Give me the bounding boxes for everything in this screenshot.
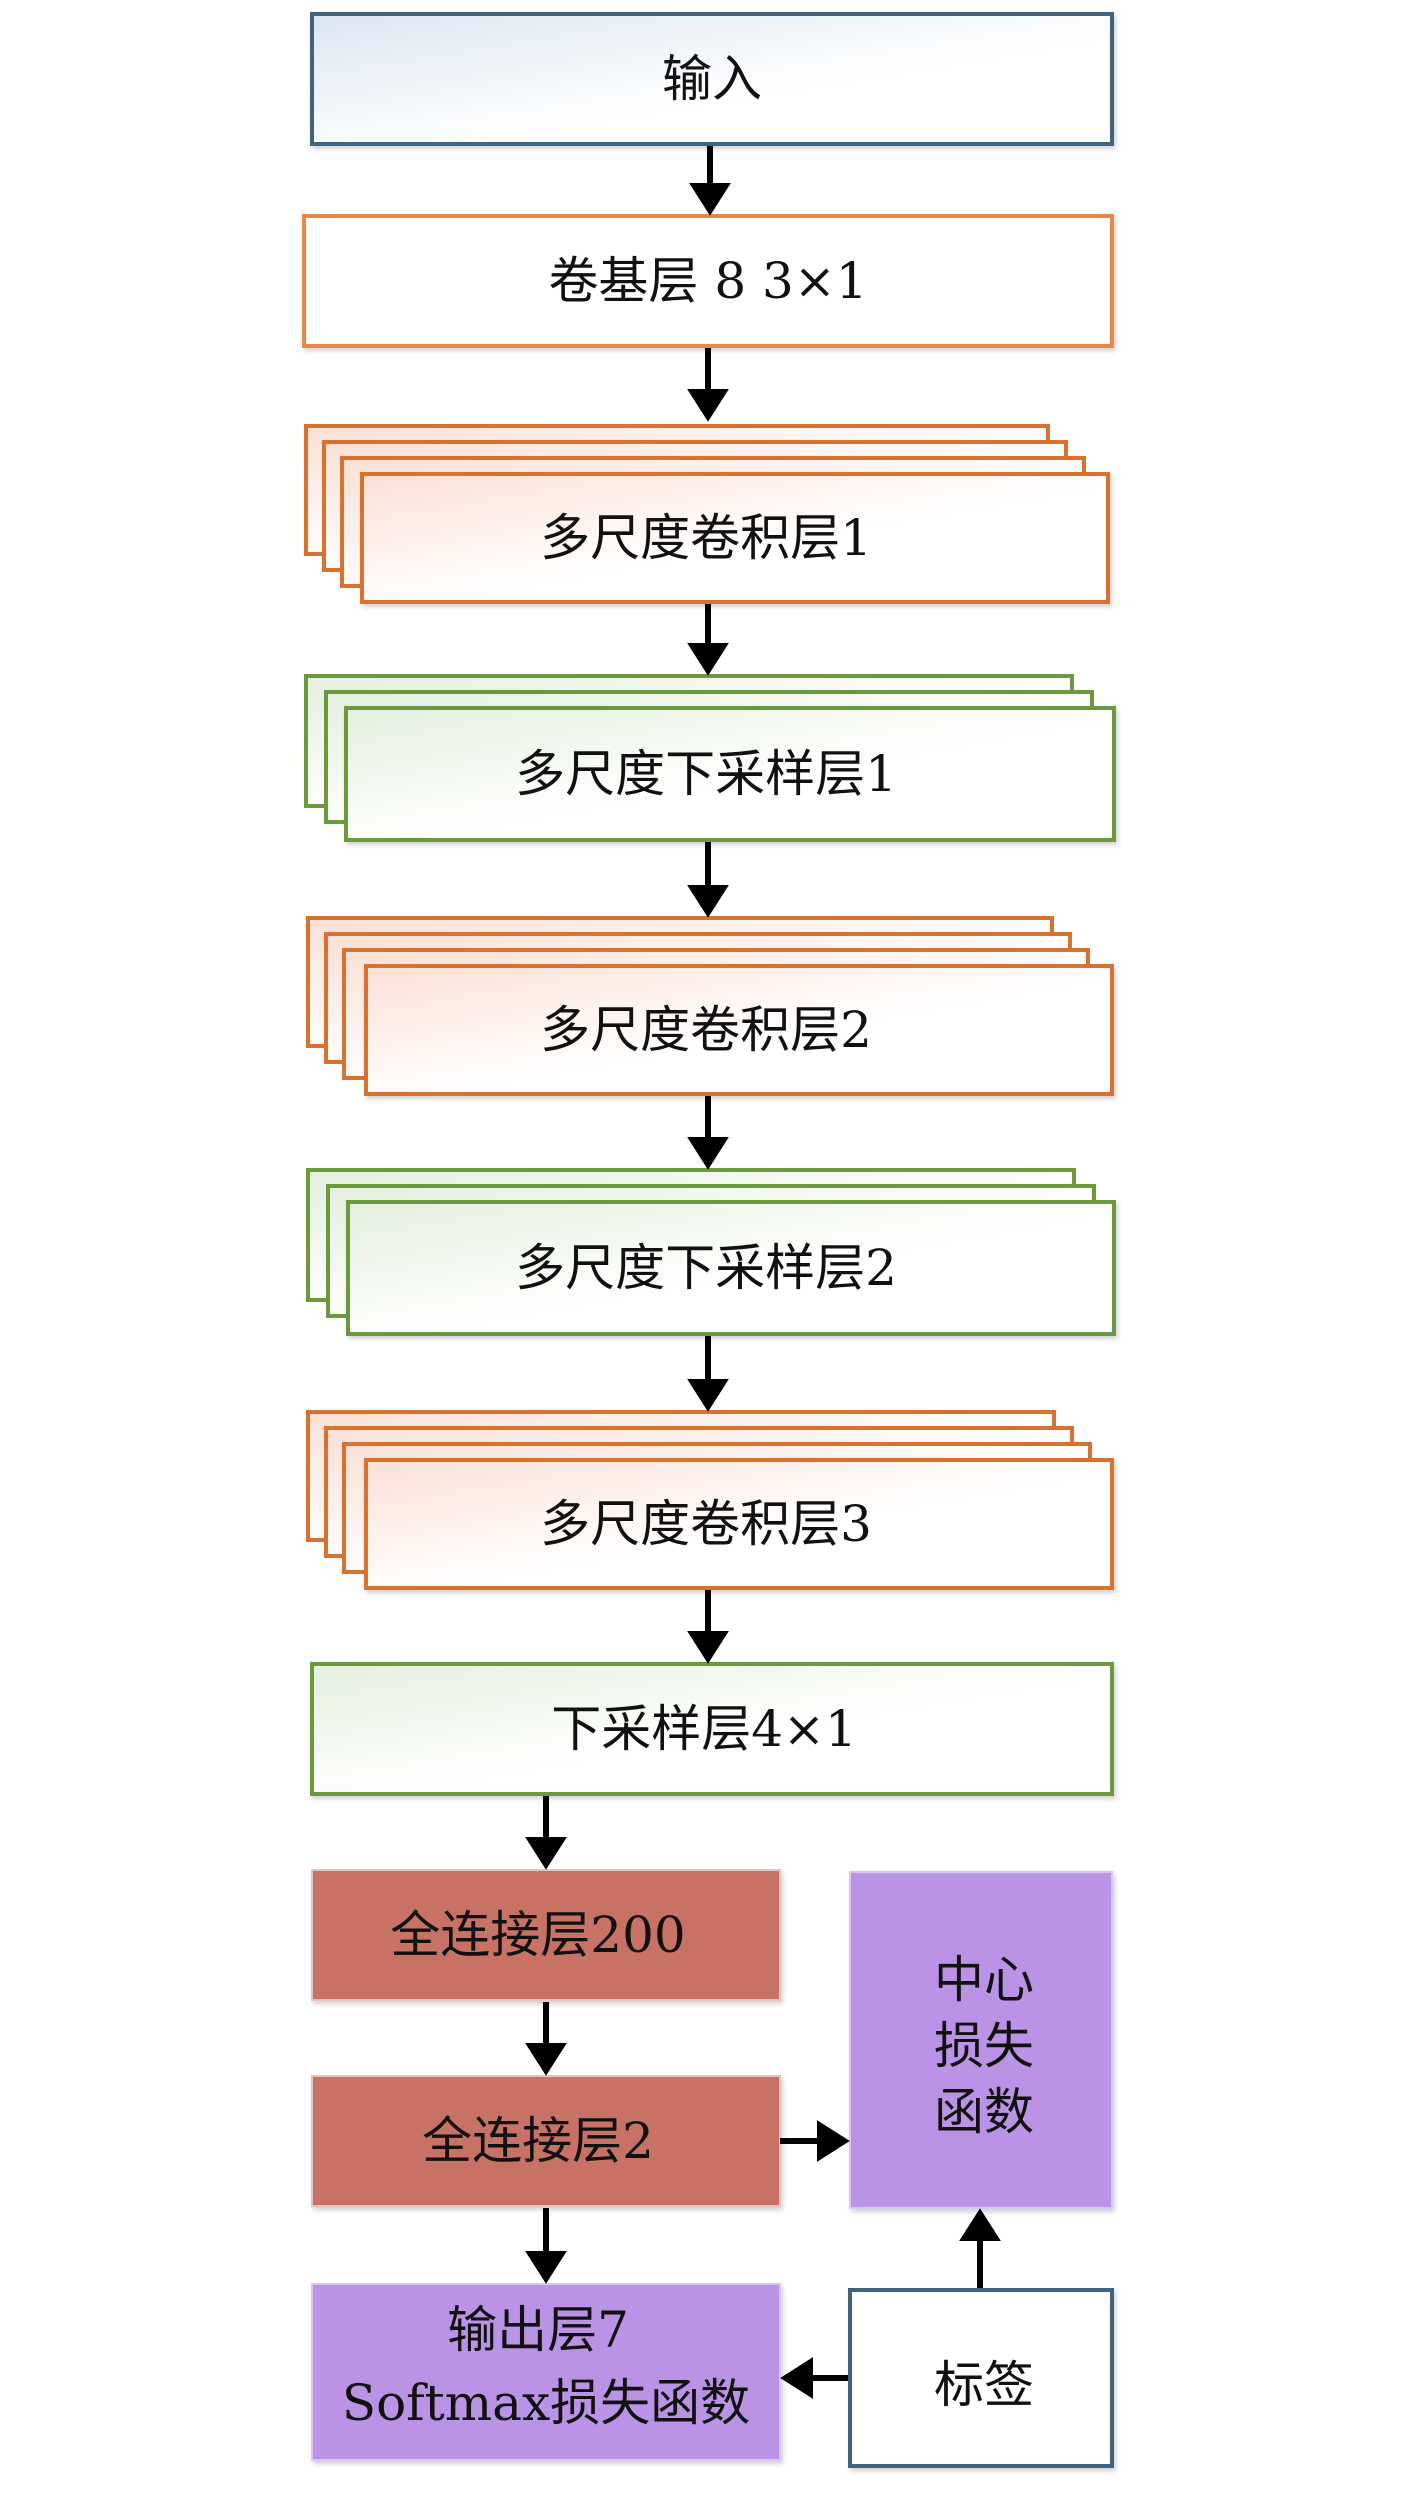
fc2-node: 全连接层2 xyxy=(311,2075,781,2207)
input-node: 输入 xyxy=(310,12,1114,146)
ms-conv1-stack: 多尺度卷积层1 xyxy=(304,424,1110,604)
center-loss-label-line2: 损失 xyxy=(934,2017,1034,2075)
ms-conv3-label: 多尺度卷积层3 xyxy=(540,1495,872,1553)
arrows xyxy=(525,146,1001,2399)
label-node: 标签 xyxy=(848,2288,1114,2468)
ms-conv2-label: 多尺度卷积层2 xyxy=(540,1001,872,1059)
pool4-node: 下采样层4×1 xyxy=(310,1662,1114,1796)
ms-pool2-label: 多尺度下采样层2 xyxy=(515,1239,897,1297)
fc200-node: 全连接层200 xyxy=(311,1869,781,2001)
output-node: 输出层7 Softmax损失函数 xyxy=(311,2283,781,2461)
input-label: 输入 xyxy=(662,50,762,108)
pool4-label: 下采样层4×1 xyxy=(551,1700,857,1758)
ms-pool1-label: 多尺度下采样层1 xyxy=(515,745,897,803)
conv-base-node: 卷基层 8 3×1 xyxy=(302,214,1114,348)
label-node-text: 标签 xyxy=(934,2356,1034,2414)
output-label-line2: Softmax损失函数 xyxy=(342,2374,750,2432)
fc200-label: 全连接层200 xyxy=(390,1906,685,1964)
output-label-line1: 输出层7 xyxy=(447,2301,629,2359)
ms-pool1-stack: 多尺度下采样层1 xyxy=(304,674,1116,842)
ms-pool2-stack: 多尺度下采样层2 xyxy=(306,1168,1116,1336)
center-loss-node: 中心 损失 函数 xyxy=(849,1871,1113,2209)
ms-conv1-label: 多尺度卷积层1 xyxy=(540,509,872,567)
ms-conv3-stack: 多尺度卷积层3 xyxy=(306,1410,1114,1590)
ms-conv2-stack: 多尺度卷积层2 xyxy=(306,916,1114,1096)
center-loss-label-line3: 函数 xyxy=(934,2083,1034,2141)
fc2-label: 全连接层2 xyxy=(422,2112,654,2170)
conv-base-label: 卷基层 8 3×1 xyxy=(548,252,867,310)
center-loss-label-line1: 中心 xyxy=(934,1951,1034,2009)
